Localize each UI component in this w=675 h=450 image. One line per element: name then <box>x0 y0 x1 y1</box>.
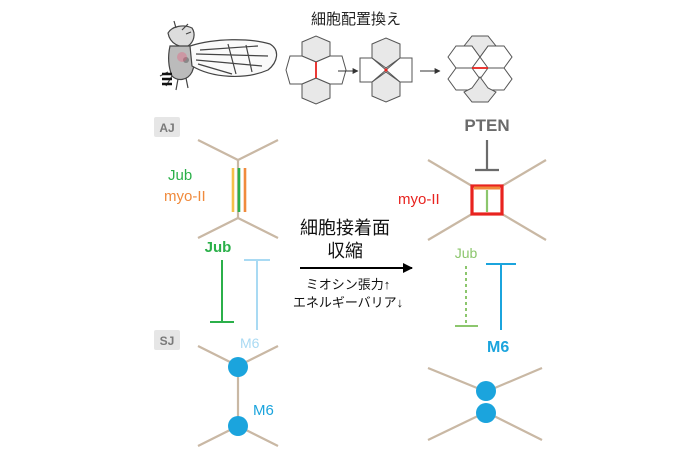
left-m6-inhibitor-label: M6 <box>240 335 260 351</box>
left-myo-ii-label: myo-II <box>164 188 206 205</box>
left-m6-sj-label: M6 <box>253 402 274 419</box>
right-pten-label: PTEN <box>464 116 509 135</box>
left-m6-inhibition <box>244 259 270 330</box>
hex-stage-2 <box>359 37 413 103</box>
middle-line-1: 細胞接着面 <box>300 218 390 238</box>
right-jub-label: Jub <box>455 245 478 261</box>
aj-badge: AJ <box>154 117 180 137</box>
right-m6-inhibition <box>486 263 516 330</box>
right-myo-ii-box <box>470 184 504 216</box>
right-sj-junction <box>427 366 543 441</box>
middle-line-2: 収縮 <box>327 241 363 261</box>
fly-illustration <box>159 20 278 91</box>
left-jub-inhibition <box>210 260 234 323</box>
left-jub-label: Jub <box>168 167 192 184</box>
sj-badge: SJ <box>154 330 180 350</box>
left-m6-dot-top <box>228 357 248 377</box>
hex-stage-3 <box>447 35 513 103</box>
middle-line-4: エネルギーバリア↓ <box>293 295 403 310</box>
right-m6-dot-bottom <box>476 403 496 423</box>
right-m6-dot-top <box>476 381 496 401</box>
right-jub-inhibition <box>455 266 478 327</box>
right-aj-junction <box>427 159 547 241</box>
title: 細胞配置換え <box>311 11 401 28</box>
middle-line-3: ミオシン張力↑ <box>306 277 391 292</box>
left-m6-dot-bottom <box>228 416 248 436</box>
right-m6-label: M6 <box>487 339 509 356</box>
sj-badge-label: SJ <box>160 334 175 348</box>
right-myo-ii-label: myo-II <box>398 191 440 208</box>
left-jub-inhibitor-label: Jub <box>205 239 232 256</box>
hex-stage-1 <box>285 35 347 105</box>
aj-badge-label: AJ <box>159 121 174 135</box>
right-pten-inhibition <box>475 140 499 172</box>
